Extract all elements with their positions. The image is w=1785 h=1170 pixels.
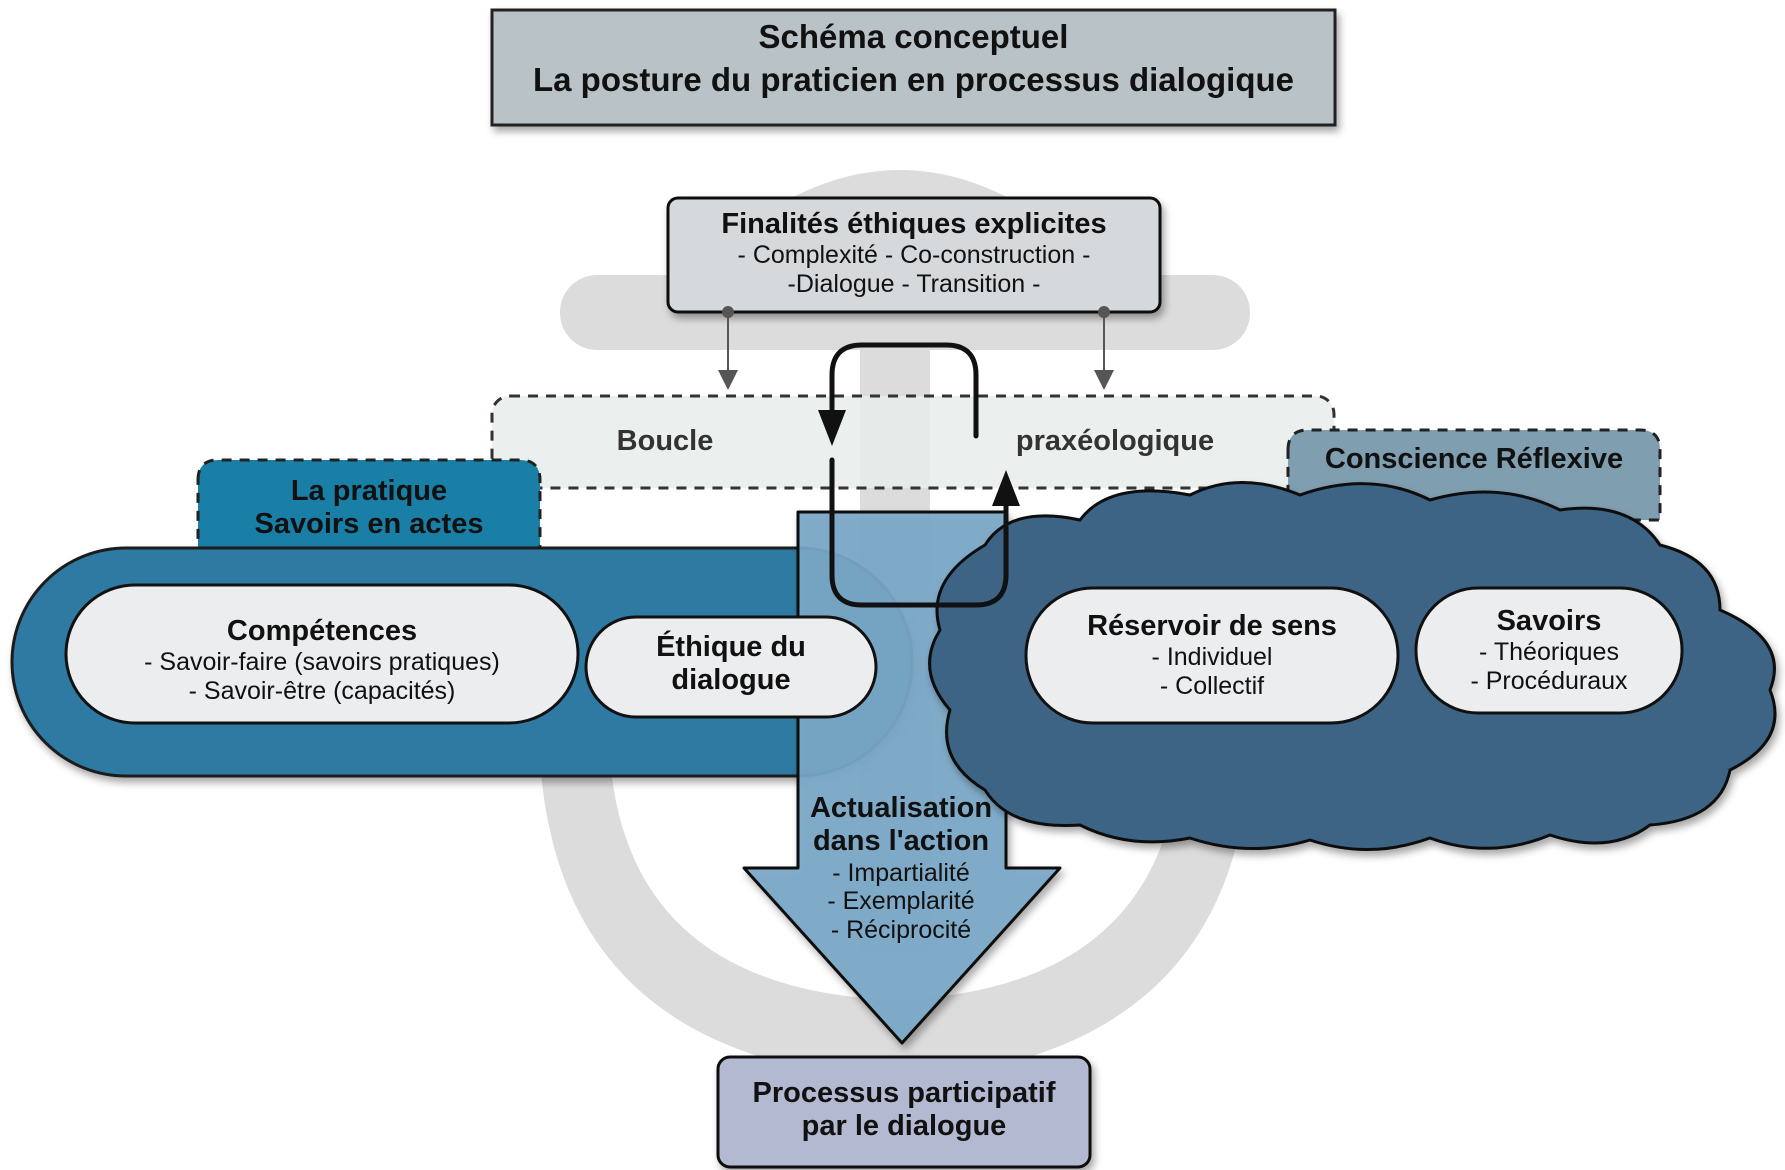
loop-arrowhead-up bbox=[992, 470, 1020, 506]
competences-item-2: - Savoir-être (capacités) bbox=[188, 677, 456, 706]
reservoir-pill bbox=[1024, 586, 1400, 725]
reservoir-heading: Réservoir de sens bbox=[1087, 610, 1337, 642]
title-line-1: Schéma conceptuel bbox=[758, 18, 1069, 55]
pratique-tab bbox=[196, 458, 542, 562]
processus-text: Processus participatif par le dialogue bbox=[718, 1077, 1090, 1144]
actualisation-line-1: Actualisation bbox=[809, 792, 993, 824]
competences-heading: Compétences bbox=[226, 615, 418, 647]
ethique-line-2: dialogue bbox=[671, 664, 791, 697]
competences-pill bbox=[64, 583, 580, 725]
actualisation-line-2: dans l'action bbox=[812, 825, 990, 858]
title-line-2: La posture du praticien en processus dia… bbox=[533, 60, 1294, 98]
finalites-text: Finalités éthiques explicites - Complexi… bbox=[668, 208, 1160, 299]
boucle-label-left: Boucle bbox=[616, 425, 714, 457]
processus-box bbox=[716, 1055, 1092, 1169]
actualisation-item-1: - Impartialité bbox=[832, 858, 970, 887]
reservoir-text: Réservoir de sens - Individuel - Collect… bbox=[1026, 610, 1398, 701]
finalites-line-2: -Dialogue - Transition - bbox=[787, 270, 1041, 299]
processus-line-2: par le dialogue bbox=[801, 1110, 1007, 1143]
reservoir-item-2: - Collectif bbox=[1159, 672, 1265, 701]
conscience-label: Conscience Réflexive bbox=[1324, 443, 1624, 475]
actualisation-item-3: - Réciprocité bbox=[830, 916, 972, 945]
pratique-line-1: La pratique bbox=[290, 475, 448, 507]
savoirs-item-2: - Procéduraux bbox=[1470, 667, 1628, 696]
ethique-pill bbox=[584, 615, 878, 719]
competences-item-1: - Savoir-faire (savoirs pratiques) bbox=[144, 648, 500, 677]
savoirs-heading: Savoirs bbox=[1496, 605, 1602, 637]
finalites-line-1: - Complexité - Co-construction - bbox=[737, 241, 1091, 270]
finalites-heading: Finalités éthiques explicites bbox=[721, 208, 1107, 240]
pratique-line-2: Savoirs en actes bbox=[254, 508, 484, 541]
savoirs-pill bbox=[1414, 586, 1684, 715]
actualisation-item-2: - Exemplarité bbox=[827, 887, 975, 916]
loop-arrows bbox=[829, 342, 1009, 608]
ethique-text: Éthique du dialogue bbox=[586, 631, 876, 698]
finalites-box bbox=[666, 196, 1162, 314]
title-text: Schéma conceptuel La posture du praticie… bbox=[492, 16, 1335, 102]
actualisation-text: Actualisation dans l'action - Impartiali… bbox=[790, 792, 1012, 945]
savoirs-item-1: - Théoriques bbox=[1479, 638, 1619, 667]
reservoir-item-1: - Individuel bbox=[1151, 643, 1273, 672]
ethique-line-1: Éthique du bbox=[656, 631, 806, 663]
boucle-band bbox=[490, 394, 1336, 490]
title-box bbox=[490, 8, 1337, 127]
processus-line-1: Processus participatif bbox=[752, 1077, 1056, 1109]
boucle-label-right: praxéologique bbox=[1015, 425, 1215, 457]
loop-arrowhead-down bbox=[818, 410, 846, 446]
competences-text: Compétences - Savoir-faire (savoirs prat… bbox=[66, 615, 578, 706]
pratique-label: La pratique Savoirs en actes bbox=[198, 475, 540, 542]
savoirs-text: Savoirs - Théoriques - Procéduraux bbox=[1416, 605, 1682, 696]
